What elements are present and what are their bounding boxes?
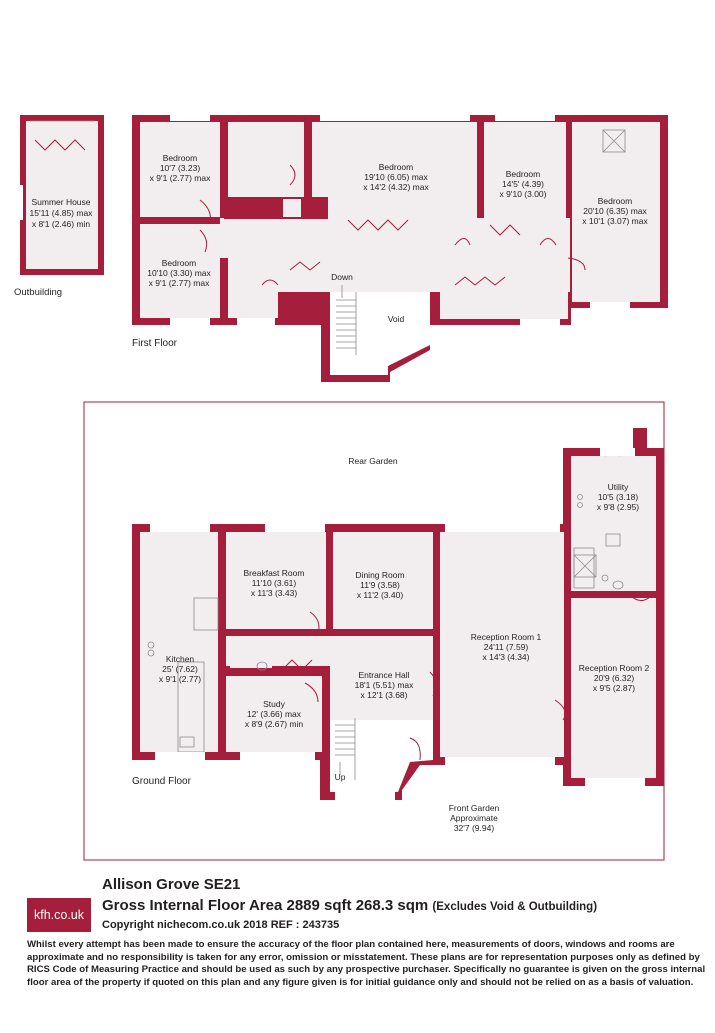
bedroom3-dim1: 14'5' (4.39)	[502, 179, 544, 189]
logo-text: kfh.co.uk	[33, 908, 85, 922]
utility-name: Utility	[608, 482, 630, 492]
dining-dim2: x 11'2 (3.40)	[357, 590, 404, 600]
study-name: Study	[263, 699, 285, 709]
reception2-dim2: x 9'5 (2.87)	[593, 683, 635, 693]
bedroom3-dim2: x 9'10 (3.00)	[500, 189, 547, 199]
bedroom4-dim2: x 10'1 (3.07) max	[582, 216, 648, 226]
disclaimer-text: Whilst every attempt has been made to en…	[27, 939, 706, 988]
floor-area-main: Gross Internal Floor Area 2889 sqft 268.…	[102, 897, 429, 914]
summer-house-dim1: 15'11 (4.85) max	[30, 208, 94, 218]
first-floor	[132, 115, 668, 382]
utility-dim2: x 9'8 (2.95)	[597, 502, 639, 512]
floor-area-note: (Excludes Void & Outbuilding)	[432, 901, 598, 913]
rear-garden-label: Rear Garden	[348, 456, 397, 466]
reception1-dim2: x 14'3 (4.34)	[483, 652, 530, 662]
outbuilding	[17, 115, 104, 275]
entrance-dim1: 18'1 (5.51) max	[355, 680, 415, 690]
property-address: Allison Grove SE21	[102, 876, 241, 893]
front-garden-line1: Front Garden	[449, 803, 500, 813]
breakfast-name: Breakfast Room	[244, 568, 305, 578]
breakfast-dim1: 11'10 (3.61)	[252, 578, 297, 588]
front-garden-line3: 32'7 (9.94)	[454, 823, 495, 833]
ground-floor-label: Ground Floor	[132, 776, 192, 787]
down-label: Down	[331, 272, 353, 282]
bedroom4-name: Bedroom	[598, 196, 633, 206]
bedroom1-name: Bedroom	[163, 153, 198, 163]
bedroom2-dim2: x 14'2 (4.32) max	[363, 182, 429, 192]
up-label: Up	[335, 772, 346, 782]
entrance-name: Entrance Hall	[358, 670, 409, 680]
bedroom1-dim1: 10'7 (3.23)	[160, 163, 201, 173]
dining-dim1: 11'9 (3.58)	[360, 580, 400, 590]
bedroom2-dim1: 19'10 (6.05) max	[364, 172, 428, 182]
bedroom2-name: Bedroom	[379, 162, 414, 172]
bedroom3-name: Bedroom	[506, 169, 541, 179]
utility-dim1: 10'5 (3.18)	[598, 492, 639, 502]
ground-floor	[83, 401, 665, 861]
bedroom1-dim2: x 9'1 (2.77) max	[150, 173, 211, 183]
reception1-name: Reception Room 1	[471, 632, 542, 642]
entrance-dim2: x 12'1 (3.68)	[361, 690, 408, 700]
kitchen-dim2: x 9'1 (2.77)	[159, 674, 201, 684]
outbuilding-label: Outbuilding	[14, 287, 62, 298]
study-dim1: 12' (3.66) max	[247, 709, 302, 719]
dining-name: Dining Room	[355, 570, 404, 580]
reception2-name: Reception Room 2	[579, 663, 650, 673]
void-label: Void	[388, 314, 405, 324]
bedroom5-dim2: x 9'1 (2.77) max	[149, 278, 210, 288]
kitchen-dim1: 25' (7.62)	[162, 664, 198, 674]
study-dim2: x 8'9 (2.67) min	[245, 719, 304, 729]
kitchen-name: Kitchen	[166, 654, 195, 664]
breakfast-dim2: x 11'3 (3.43)	[251, 588, 298, 598]
front-garden-line2: Approximate	[450, 813, 498, 823]
first-floor-label: First Floor	[132, 338, 178, 349]
bedroom4-dim1: 20'10 (6.35) max	[583, 206, 647, 216]
copyright-line: Copyright nichecom.co.uk 2018 REF : 2437…	[102, 919, 340, 931]
floor-plan: Summer House 15'11 (4.85) max x 8'1 (2.4…	[14, 115, 668, 861]
floor-area-line: Gross Internal Floor Area 2889 sqft 268.…	[102, 897, 597, 914]
reception2-dim1: 20'9 (6.32)	[594, 673, 635, 683]
summer-house-name: Summer House	[31, 197, 90, 207]
reception1-dim1: 24'11 (7.59)	[484, 642, 529, 652]
bedroom5-dim1: 10'10 (3.30) max	[147, 268, 211, 278]
summer-house-dim2: x 8'1 (2.46) min	[32, 219, 91, 229]
kfh-logo: kfh.co.uk	[27, 898, 91, 932]
bedroom5-name: Bedroom	[162, 258, 197, 268]
